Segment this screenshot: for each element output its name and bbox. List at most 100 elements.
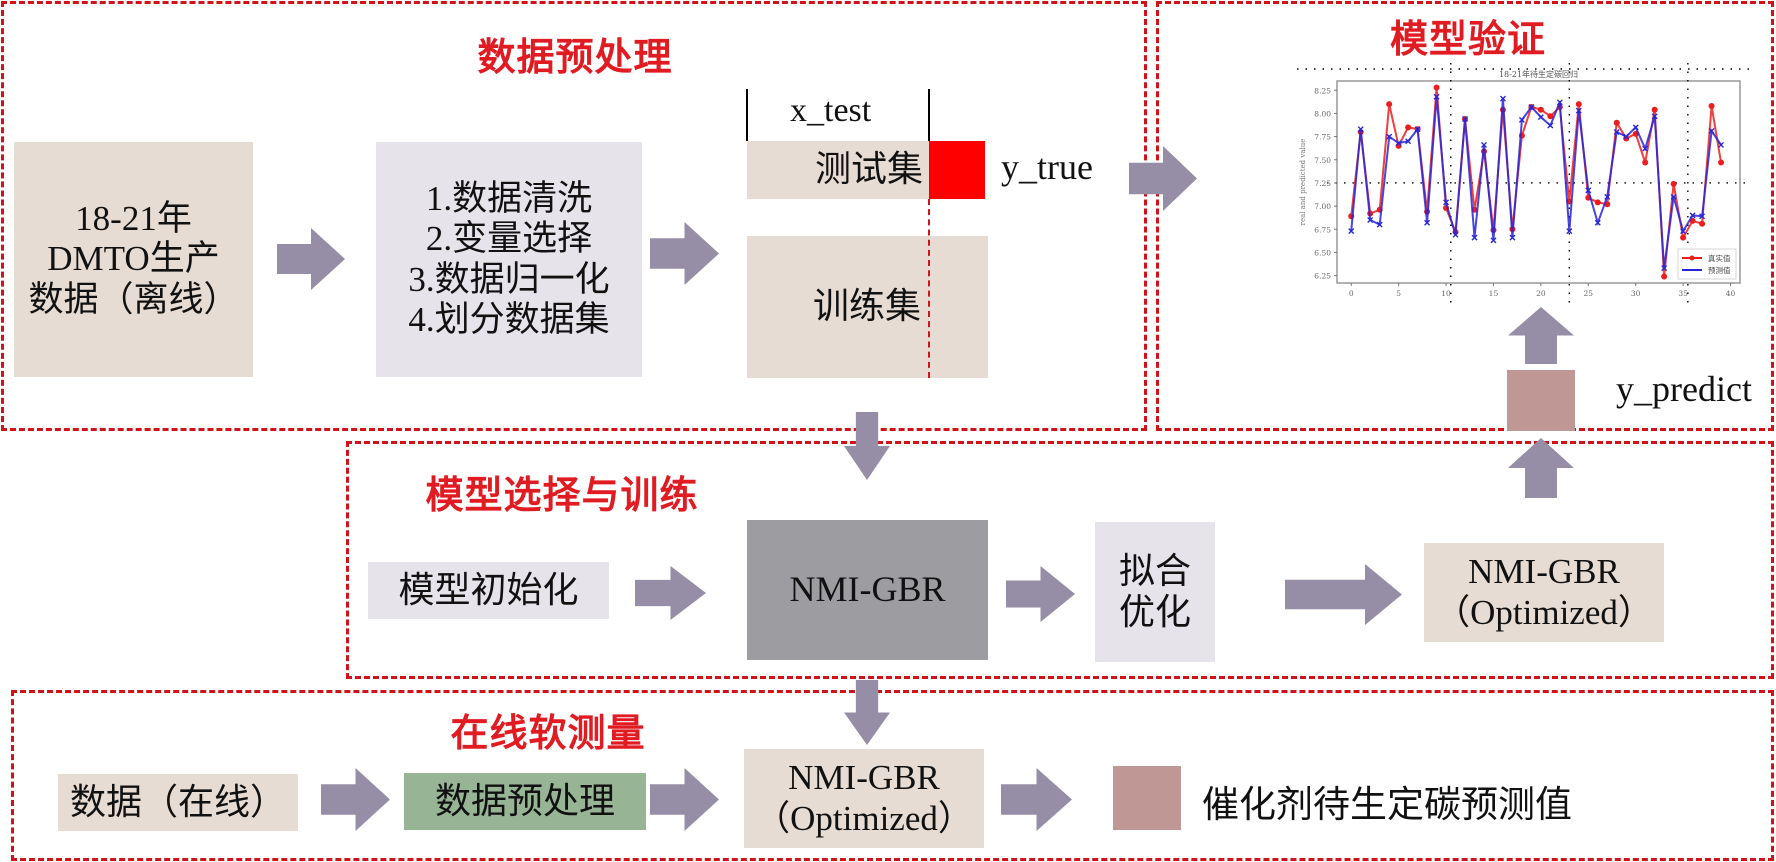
data-point-predicted [1594,219,1601,226]
down-arrow-icon [844,680,890,745]
data-point-true [1718,159,1725,166]
data-point-predicted [1499,95,1506,102]
online-preprocess-box: 数据预处理 [404,773,646,830]
y-tick-label: 7.50 [1314,156,1331,165]
model-init-label: 模型初始化 [398,569,579,610]
offline-data-line1: 18-21年 [75,199,192,239]
data-point-predicted [1376,221,1383,228]
data-point-predicted [1405,138,1412,145]
data-point-predicted [1537,114,1544,121]
data-point-predicted [1395,140,1402,147]
online-preprocess-label: 数据预处理 [434,780,615,821]
data-point-true [1547,113,1554,120]
fit-optimize-line1: 拟合 [1118,550,1191,591]
data-point-predicted [1680,228,1687,235]
step-item: 2.变量选择 [425,219,593,259]
data-point-predicted [1632,124,1639,131]
data-point-predicted [1718,141,1725,148]
y-predict-label: y_predict [1616,369,1752,409]
data-point-predicted [1585,187,1592,194]
right-arrow-icon [635,566,706,620]
data-point-predicted [1348,228,1355,235]
y-true-marker [929,141,985,199]
y-tick-label: 7.75 [1314,133,1331,142]
region-title-preprocess: 数据预处理 [477,35,673,79]
x-tick-label: 30 [1631,289,1641,298]
step-item: 4.划分数据集 [408,299,610,339]
region-title-training: 模型选择与训练 [425,473,699,517]
x-tick-label: 10 [1441,289,1451,298]
data-point-predicted [1528,103,1535,110]
data-point-true [1699,220,1706,227]
y-tick-label: 7.00 [1314,202,1331,211]
data-point-predicted [1670,193,1677,200]
data-point-true [1680,234,1687,241]
test-set-box: 测试集 [747,141,929,199]
prediction-output-label: 催化剂待生定碳预测值 [1202,785,1572,826]
data-point-predicted [1462,115,1469,122]
data-point-predicted [1566,228,1573,235]
data-point-predicted [1433,93,1440,100]
fit-optimize-line2: 优化 [1118,592,1191,632]
online-data-box: 数据（在线） [58,774,298,831]
data-point-predicted [1424,219,1431,226]
nmi-gbr-label: NMI-GBR [789,569,946,610]
train-set-box: 训练集 [747,236,988,378]
preprocess-steps-box: 1.数据清洗 2.变量选择 3.数据归一化 4.划分数据集 [376,142,642,377]
x-tick-label: 0 [1349,289,1354,298]
data-point-true [1613,119,1620,126]
data-point-predicted [1642,145,1649,152]
data-point-true [1433,84,1440,91]
x-test-label: x_test [790,92,872,129]
right-arrow-icon [1006,566,1075,622]
up-arrow-icon [1508,438,1574,498]
data-point-predicted [1547,122,1554,129]
chart-title: 18-21年待生定碳回归 [1499,69,1578,79]
data-point-predicted [1623,133,1630,140]
legend-label: 预测值 [1708,265,1731,275]
region-online [11,690,1774,861]
x-test-bracket-right [928,89,930,141]
data-point-predicted [1509,234,1516,241]
x-test-bracket-left [746,89,748,141]
region-title-online: 在线软测量 [450,711,646,755]
offline-data-box: 18-21年 DMTO生产 数据（离线） [14,142,253,377]
fit-optimize-box: 拟合 优化 [1095,522,1215,662]
y-tick-label: 6.50 [1314,248,1331,257]
prediction-output-marker [1113,766,1181,830]
legend-marker [1689,255,1695,261]
y-tick-label: 8.25 [1314,86,1331,95]
region-preprocess [1,1,1147,431]
data-point-true [1651,106,1658,113]
series-line-predicted [1350,96,1722,269]
online-model-line1: NMI-GBR [788,758,940,798]
x-tick-label: 25 [1584,289,1594,298]
data-point-true [1670,180,1677,187]
data-point-predicted [1661,265,1668,272]
right-arrow-icon [321,768,390,831]
data-point-predicted [1613,128,1620,135]
right-arrow-icon [1001,768,1072,831]
right-arrow-icon [277,228,345,290]
data-point-true [1575,101,1582,108]
data-point-predicted [1414,126,1421,133]
x-tick-label: 15 [1489,289,1499,298]
data-point-predicted [1518,116,1525,123]
offline-data-line3: 数据（离线） [28,279,239,319]
offline-data-line2: DMTO生产 [47,239,220,279]
data-point-predicted [1443,199,1450,206]
data-point-true [1708,103,1715,110]
data-point-true [1594,199,1601,206]
data-point-predicted [1386,133,1393,140]
data-point-predicted [1367,216,1374,223]
data-point-predicted [1490,237,1497,244]
x-tick-label: 40 [1726,289,1736,298]
right-arrow-icon [650,222,719,285]
step-item: 1.数据清洗 [425,179,593,218]
region-title-validation: 模型验证 [1389,17,1547,61]
right-arrow-icon [650,768,719,831]
x-tick-label: 20 [1536,289,1546,298]
data-point-predicted [1699,213,1706,220]
y-axis-label: real and predicted value [1299,139,1307,226]
online-model-line2: （Optimized） [755,798,973,838]
